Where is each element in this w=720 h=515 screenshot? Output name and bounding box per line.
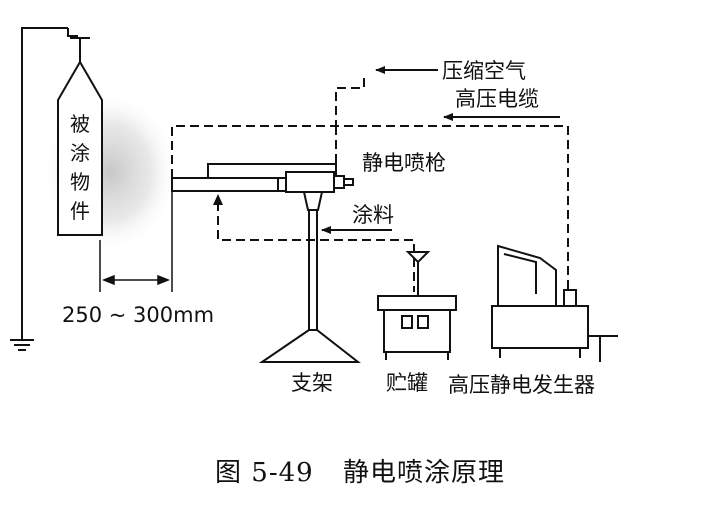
stand-label: 支架: [291, 371, 333, 395]
workpiece-label-4: 件: [70, 199, 90, 223]
hv-generator-label: 高压静电发生器: [448, 373, 595, 397]
compressed-air-label: 压缩空气: [442, 59, 526, 83]
distance-dimension: [99, 190, 173, 292]
ground-wire: [21, 27, 90, 340]
tank-label: 贮罐: [386, 371, 428, 395]
workpiece: 被 涂 物 件: [57, 60, 103, 236]
distance-label: 250 ~ 300mm: [62, 303, 214, 327]
spray-gun: [171, 163, 354, 193]
hv-cable-line: [171, 125, 569, 290]
figure-caption: 图 5-49 静电喷涂原理: [0, 452, 720, 489]
workpiece-label-1: 被: [70, 112, 90, 136]
workpiece-label-3: 物: [70, 170, 90, 194]
paint-label: 涂料: [352, 203, 394, 227]
paint-line-arrowhead: [213, 194, 223, 205]
hv-cable-label: 高压电缆: [455, 87, 539, 111]
figure-title: 静电喷涂原理: [342, 458, 505, 488]
hv-generator: [491, 244, 618, 362]
ground-symbol: [10, 339, 34, 351]
spray-gun-label: 静电喷枪: [362, 151, 446, 175]
figure-number: 图 5-49: [215, 458, 314, 488]
stand: [258, 191, 361, 363]
paint-line: [217, 202, 415, 292]
compressed-air-line: [335, 78, 365, 126]
workpiece-label-2: 涂: [70, 141, 90, 165]
tank: [377, 251, 457, 360]
